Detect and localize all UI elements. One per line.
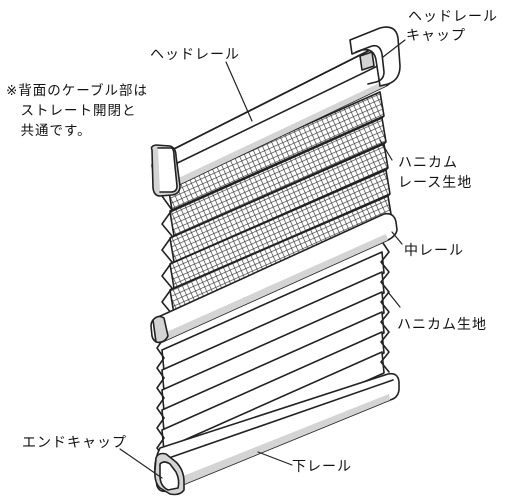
lace-crease bbox=[171, 168, 388, 264]
leader-head-rail-cap bbox=[382, 39, 406, 58]
middle-rail-end bbox=[152, 315, 169, 344]
label-head-rail-cap-line1: ヘッドレール bbox=[408, 9, 498, 25]
label-middle-rail: 中レール bbox=[404, 243, 464, 259]
head-rail-cap-opening bbox=[355, 44, 385, 85]
plain-fabric-left-edge bbox=[156, 337, 165, 469]
leader-end-cap bbox=[119, 448, 163, 479]
lace-crease bbox=[171, 142, 386, 238]
leader-middle-rail bbox=[391, 231, 403, 245]
label-bottom-rail: 下レール bbox=[292, 459, 352, 475]
middle-rail-shadow bbox=[162, 234, 388, 342]
plain-pleat bbox=[161, 291, 385, 412]
head-rail-cap bbox=[349, 26, 401, 87]
head-rail-front-cap-rim bbox=[157, 147, 178, 193]
label-honeycomb-lace-line1: ハニカム bbox=[398, 155, 458, 171]
plain-pleat bbox=[161, 311, 385, 432]
plain-pleat bbox=[161, 271, 385, 392]
head-rail-cap-slot bbox=[359, 51, 375, 71]
leader-head-rail bbox=[225, 61, 253, 122]
lace-crease bbox=[171, 194, 390, 290]
middle-rail bbox=[150, 212, 398, 344]
bottom-rail bbox=[154, 372, 400, 496]
leader-lines bbox=[119, 39, 406, 479]
label-note-line2: ストレート開閉と bbox=[6, 103, 137, 119]
end-cap-inner bbox=[159, 461, 180, 491]
head-rail-underside-shadow bbox=[168, 80, 386, 190]
label-head-rail: ヘッドレール bbox=[150, 47, 240, 63]
honeycomb-lace-fabric bbox=[161, 91, 393, 315]
label-honeycomb-lace-line2: レース生地 bbox=[398, 175, 473, 191]
leader-bottom-rail bbox=[257, 451, 293, 466]
head-rail-top-face bbox=[159, 45, 379, 157]
label-honeycomb-fabric: ハニカム生地 bbox=[397, 317, 487, 333]
bottom-rail-shadow bbox=[168, 394, 390, 490]
plain-fabric-right-edge bbox=[380, 239, 390, 373]
lace-crease bbox=[169, 116, 384, 212]
plain-pleat bbox=[161, 251, 385, 372]
leader-honeycomb-fabric bbox=[387, 291, 401, 308]
head-rail-front-face-line bbox=[162, 59, 391, 171]
leader-lace bbox=[379, 139, 393, 161]
bottom-rail-top-line bbox=[162, 379, 394, 461]
label-note-line1: ※背面のケーブル部は bbox=[6, 83, 149, 99]
plain-pleat bbox=[161, 331, 385, 452]
head-rail bbox=[150, 26, 401, 197]
label-end-cap: エンドキャップ bbox=[22, 435, 127, 451]
lace-fabric-left-edge bbox=[161, 181, 173, 315]
label-note-line3: 共通です。 bbox=[6, 123, 92, 139]
label-head-rail-cap-line2: キャップ bbox=[406, 28, 466, 44]
